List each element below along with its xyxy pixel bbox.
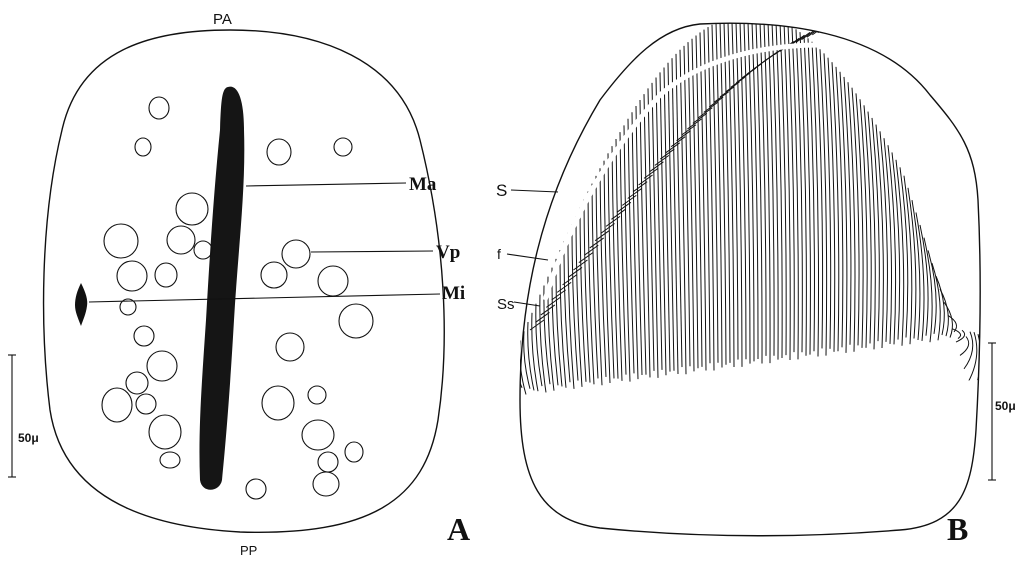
vacuole [276, 333, 304, 361]
label-mi: Mi [442, 283, 465, 304]
marginal-striation [677, 131, 691, 141]
marginal-striation [883, 11, 897, 21]
kinety-line [736, 22, 742, 367]
kinety-line [828, 58, 835, 352]
marginal-striation [888, 11, 902, 21]
marginal-striation [845, 15, 859, 25]
vacuole [176, 193, 208, 225]
vacuole [318, 452, 338, 472]
kinety-line [580, 208, 586, 382]
marginal-striation [877, 11, 891, 21]
leader-line-f [507, 254, 548, 260]
vacuole [267, 139, 291, 165]
label-pp: PP [240, 543, 257, 558]
kinety-line [952, 329, 961, 339]
vacuole [167, 226, 195, 254]
kinety-line [908, 188, 916, 339]
marginal-striation [660, 149, 674, 159]
leader-line-ma [246, 183, 406, 186]
leader-line-mi [89, 294, 440, 302]
marginal-striation [872, 11, 886, 21]
vacuole [282, 240, 310, 268]
vacuole [308, 386, 326, 404]
vacuole [104, 224, 138, 258]
macronucleus [199, 87, 244, 490]
marginal-striation [861, 12, 875, 22]
vacuole [155, 263, 177, 287]
label-ss: Ss [497, 296, 515, 313]
kinety-line [592, 184, 598, 379]
vacuole [246, 479, 266, 499]
scale-bar-a [8, 355, 16, 477]
marginal-striation [894, 11, 908, 21]
panel-a: PA PP Ma Vp Mi A 50μ [8, 11, 470, 558]
micronucleus [75, 283, 87, 326]
vacuole [149, 415, 181, 449]
label-f: f [497, 246, 501, 262]
kinety-line [832, 62, 839, 351]
scale-label-b: 50μ [995, 399, 1016, 413]
marginal-striation [850, 14, 864, 24]
vacuole [345, 442, 363, 462]
vacuole [313, 472, 339, 496]
leader-line-vp [311, 251, 433, 252]
kinety-line [820, 49, 827, 355]
vacuole [147, 351, 177, 381]
label-ma: Ma [409, 174, 437, 195]
marginal-striation [839, 16, 853, 26]
vacuole [136, 394, 156, 414]
label-vp: Vp [436, 242, 460, 263]
label-pa: PA [213, 11, 232, 28]
marginal-striation [856, 13, 870, 23]
marginal-striation [823, 21, 837, 31]
leader-line-s [511, 190, 558, 192]
panel-letter-a: A [447, 511, 470, 547]
kinety-line [812, 42, 819, 357]
vacuole [334, 138, 352, 156]
marginal-striation [867, 11, 881, 21]
panel-b: S f Ss B 50μ [496, 11, 1016, 547]
marginal-striation [725, 82, 739, 92]
panel-letter-b: B [947, 511, 968, 547]
vacuole [160, 452, 180, 468]
vacuole [117, 261, 147, 291]
vacuole [302, 420, 334, 450]
label-s: S [496, 181, 507, 200]
vacuole [194, 241, 212, 259]
vacuole [135, 138, 151, 156]
marginal-striation [899, 12, 913, 22]
cell-outline-a [44, 30, 445, 532]
kinety-line [600, 168, 606, 377]
kinety-line [816, 45, 823, 348]
kinety-line [808, 38, 814, 351]
marginal-striation [649, 162, 663, 172]
vacuole [134, 326, 154, 346]
vacuole [318, 266, 348, 296]
marginal-striation [693, 113, 707, 123]
vacuole [339, 304, 373, 338]
marginal-striation [905, 13, 919, 23]
kinety-line [560, 250, 566, 388]
scale-label-a: 50μ [18, 431, 39, 445]
kinety-line [824, 53, 831, 348]
kinety-line [840, 72, 847, 353]
kinety-line [584, 200, 590, 383]
kinety-line [740, 22, 746, 359]
marginal-striation [818, 23, 832, 33]
vacuole [261, 262, 287, 288]
vacuole [126, 372, 148, 394]
vacuole [149, 97, 169, 119]
vacuole [262, 386, 294, 420]
marginal-striation [834, 17, 848, 27]
kinety-line [804, 35, 810, 355]
marginal-striation [829, 19, 843, 29]
marginal-striation [709, 97, 723, 107]
vacuole [102, 388, 132, 422]
kinety-line [800, 32, 806, 356]
